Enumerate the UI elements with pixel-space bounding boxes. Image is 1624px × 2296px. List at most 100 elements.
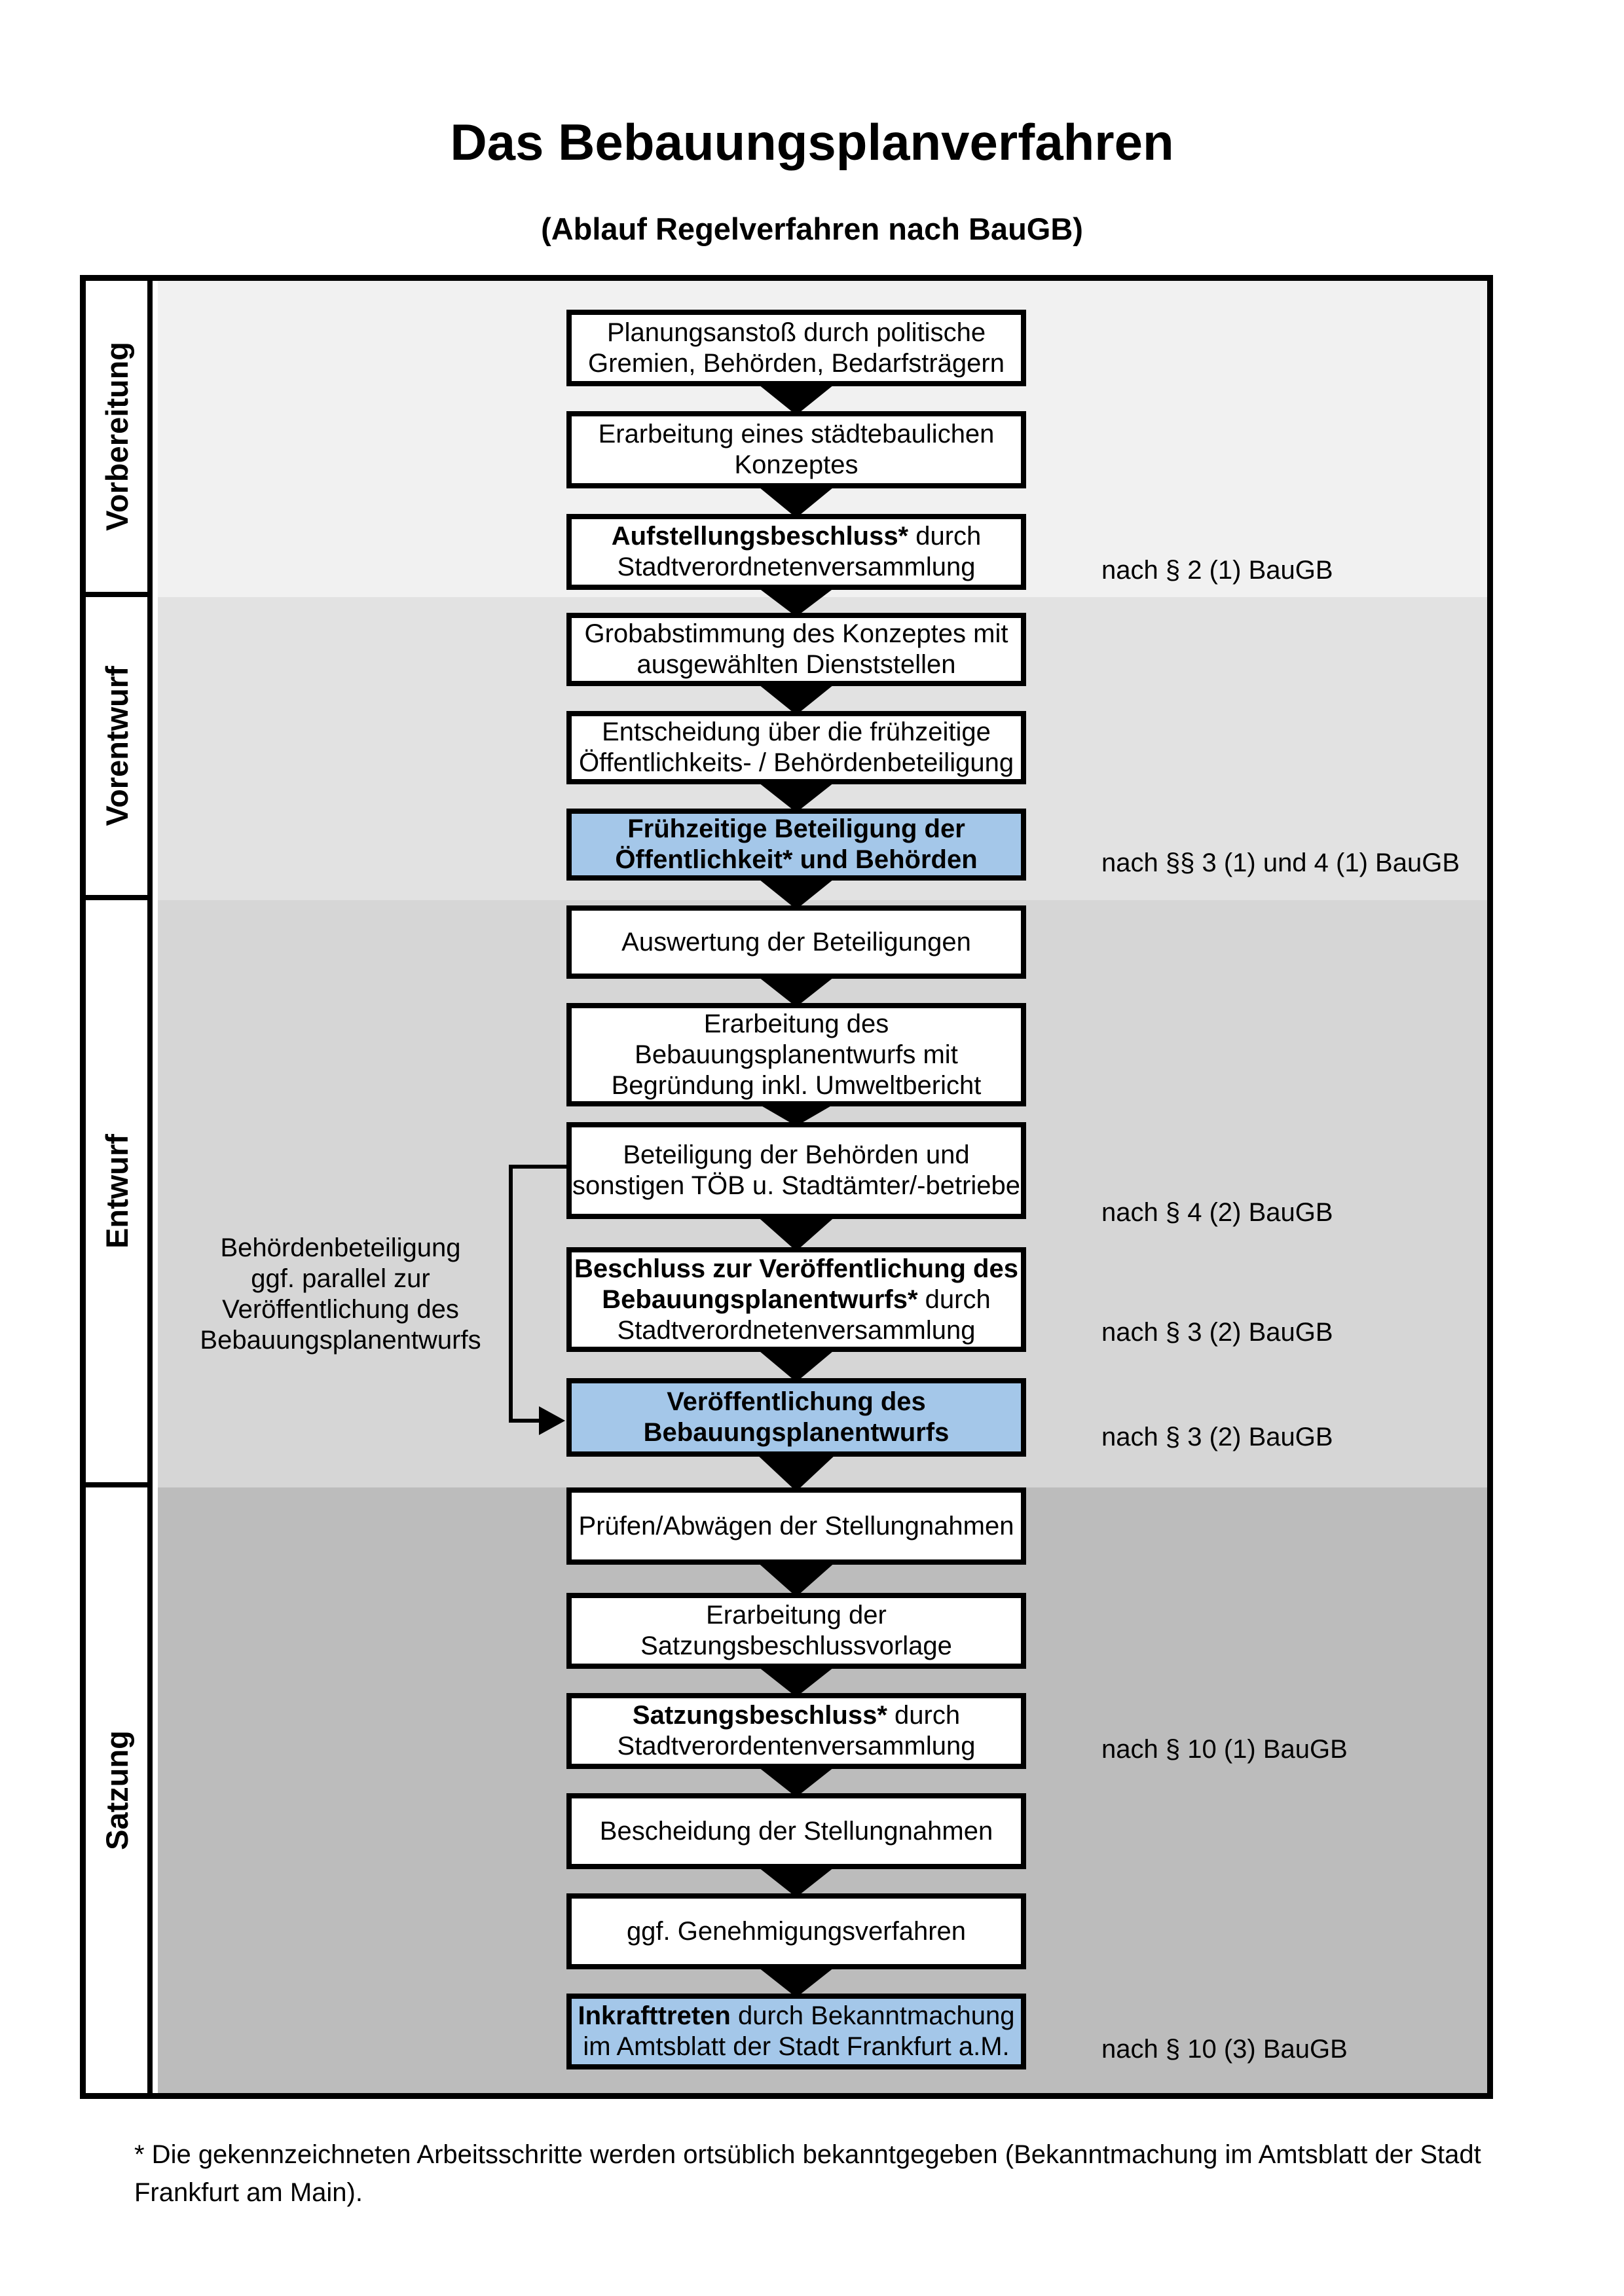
flow-arrow-down-icon [756, 1453, 837, 1491]
legal-reference: nach § 10 (3) BauGB [1101, 2035, 1348, 2064]
footnote: * Die gekennzeichneten Arbeitsschritte w… [134, 2136, 1496, 2212]
flow-box-text: durch [887, 1701, 961, 1730]
flow-box-text: sonstigen TÖB u. Stadtämter/-betriebe [572, 1171, 1021, 1200]
flow-box-line: Stadtverordnetenversammlung [618, 1315, 976, 1346]
phase-label-satzung: Satzung [99, 1730, 134, 1850]
annotation-line: Veröffentlichung des [222, 1295, 459, 1324]
flow-box-15: Bescheidung der Stellungnahmen [566, 1793, 1026, 1869]
annotation-line: ggf. parallel zur [251, 1264, 430, 1293]
flow-box-line: Satzungsbeschlussvorlage [640, 1631, 952, 1662]
bracket-top-line [509, 1165, 566, 1169]
flow-box-line: Bebauungsplanentwurfs mit [635, 1040, 958, 1070]
flow-box-text: Konzeptes [734, 450, 858, 479]
flow-box-line: Erarbeitung der [706, 1600, 887, 1631]
legal-reference: nach § 2 (1) BauGB [1101, 556, 1333, 585]
flow-box-line: im Amtsblatt der Stadt Frankfurt a.M. [583, 2032, 1009, 2062]
flow-arrow-down-icon [756, 586, 837, 617]
flow-box-text: durch [917, 1285, 991, 1314]
flow-arrow-down-icon [756, 1348, 837, 1382]
flow-box-line: Begründung inkl. Umweltbericht [612, 1070, 982, 1101]
flow-box-text: Bescheidung der Stellungnahmen [599, 1816, 993, 1846]
flow-box-line: Stadtverordnetenversammlung [618, 552, 976, 583]
flow-box-text: Begründung inkl. Umweltbericht [611, 1070, 982, 1100]
flow-box-line: Gremien, Behörden, Bedarfsträgern [588, 348, 1005, 379]
flow-box-line: Erarbeitung eines städtebaulichen [599, 419, 995, 450]
flow-arrow-down-icon [756, 1865, 837, 1897]
flow-box-text: ausgewählten Dienststellen [637, 650, 956, 679]
flow-box-text: Öffentlichkeit* und Behörden [615, 845, 978, 874]
flow-box-text: Stadtverordnetenversammlung [617, 553, 976, 581]
flow-box-12: Prüfen/Abwägen der Stellungnahmen [566, 1487, 1026, 1565]
flow-box-text: Satzungsbeschluss* [632, 1701, 887, 1730]
flow-arrow-down-icon [756, 877, 837, 909]
footnote-line: Frankfurt am Main). [134, 2178, 363, 2207]
flow-box-text: Gremien, Behörden, Bedarfsträgern [588, 348, 1005, 378]
flow-box-line: Stadtverordentenversammlung [618, 1731, 976, 1762]
footnote-line: * Die gekennzeichneten Arbeitsschritte w… [134, 2140, 1481, 2169]
flow-box-text: Öffentlichkeits- / Behördenbeteiligung [578, 748, 1014, 777]
phase-label-entwurf: Entwurf [99, 1134, 134, 1248]
flow-box-line: Veröffentlichung des [667, 1387, 926, 1417]
bracket-vertical-line [509, 1165, 513, 1423]
legal-reference: nach § 4 (2) BauGB [1101, 1198, 1333, 1227]
flow-box-text: Beschluss zur Veröffentlichung des [574, 1254, 1018, 1283]
flow-box-text: Auswertung der Beteiligungen [621, 927, 971, 957]
flow-box-line: Öffentlichkeit* und Behörden [615, 845, 977, 875]
flow-box-text: ggf. Genehmigungsverfahren [626, 1916, 967, 1946]
flow-box-line: Aufstellungsbeschluss* durch [612, 521, 982, 552]
flow-box-line: Öffentlichkeits- / Behördenbeteiligung [579, 748, 1014, 778]
phase-sidebar-cell-vorentwurf: Vorentwurf [86, 597, 153, 900]
flow-box-line: Bebauungsplanentwurfs [644, 1417, 950, 1448]
legal-reference: nach § 3 (2) BauGB [1101, 1318, 1333, 1347]
annotation-line: Behördenbeteiligung [220, 1233, 461, 1262]
flow-box-text: Stadtverordentenversammlung [617, 1732, 976, 1760]
flow-box-line: ggf. Genehmigungsverfahren [627, 1916, 966, 1947]
flow-box-line: Prüfen/Abwägen der Stellungnahmen [579, 1511, 1014, 1542]
flow-arrow-down-icon [756, 682, 837, 715]
flow-box-text: Bebauungsplanentwurfs [643, 1418, 950, 1447]
legal-reference: nach § 3 (2) BauGB [1101, 1423, 1333, 1451]
flow-box-text: Satzungsbeschlussvorlage [640, 1631, 952, 1660]
flow-box-text: Veröffentlichung des [667, 1387, 926, 1416]
flow-box-text: Erarbeitung eines städtebaulichen [598, 420, 995, 448]
flow-box-7: Auswertung der Beteiligungen [566, 905, 1026, 979]
flow-arrow-down-icon [756, 1561, 837, 1597]
flow-box-text: Grobabstimmung des Konzeptes mit [584, 619, 1008, 648]
flow-arrow-down-icon [756, 1665, 837, 1697]
flow-box-text: Prüfen/Abwägen der Stellungnahmen [578, 1511, 1014, 1540]
phase-sidebar-cell-entwurf: Entwurf [86, 900, 153, 1487]
flow-box-text: durch [908, 522, 982, 551]
flow-box-line: ausgewählten Dienststellen [637, 649, 956, 680]
flow-box-line: Satzungsbeschluss* durch [633, 1700, 960, 1731]
phase-label-vorbereitung: Vorbereitung [99, 342, 134, 531]
flow-box-text: Erarbeitung des [703, 1009, 889, 1038]
flow-arrow-down-icon [756, 780, 837, 812]
flow-box-line: Planungsanstoß durch politische [607, 318, 986, 348]
flow-box-line: Konzeptes [734, 450, 858, 481]
flow-arrow-down-icon [756, 1965, 837, 1997]
flow-box-text: Aufstellungsbeschluss* [611, 522, 909, 551]
annotation-line: Bebauungsplanentwurfs [200, 1326, 481, 1355]
flow-arrow-down-icon [756, 975, 837, 1007]
flow-arrow-down-icon [756, 382, 837, 415]
page-title: Das Bebauungsplanverfahren [450, 113, 1174, 171]
phase-sidebar-cell-vorbereitung: Vorbereitung [86, 281, 153, 597]
flow-box-text: Inkrafttreten [578, 2001, 731, 2030]
flow-box-text: Erarbeitung der [706, 1601, 887, 1630]
legal-reference: nach § 10 (1) BauGB [1101, 1735, 1348, 1764]
flow-box-text: Bebauungsplanentwurfs mit [635, 1040, 958, 1069]
flow-box-line: Beschluss zur Veröffentlichung des [574, 1254, 1018, 1285]
flow-box-text: Stadtverordnetenversammlung [617, 1315, 976, 1345]
